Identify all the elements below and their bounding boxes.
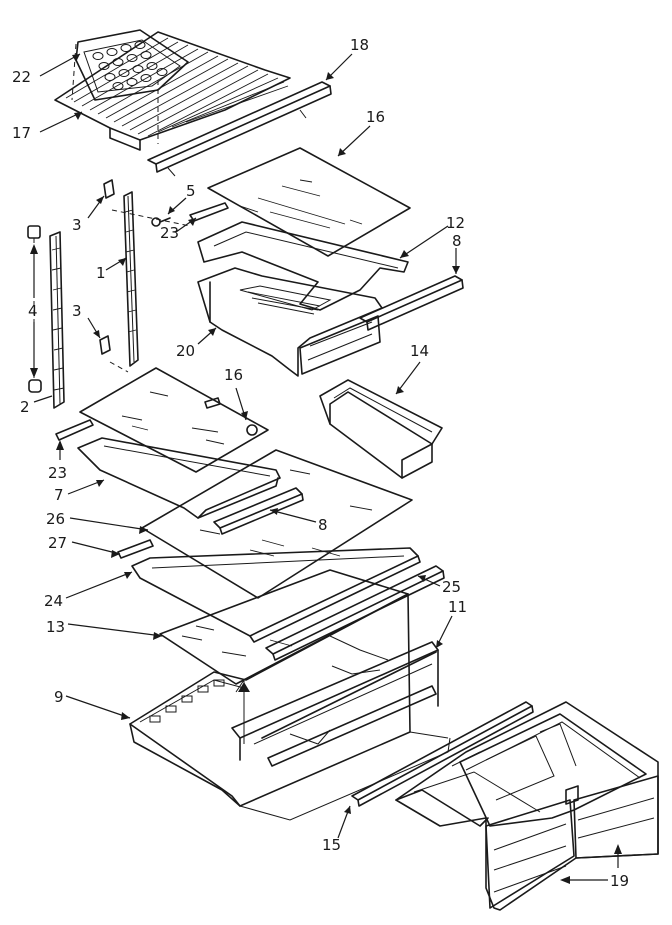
glass-trim-left-part	[55, 419, 94, 441]
rail-crisper-part	[265, 565, 445, 661]
rail-bottom-part	[351, 701, 534, 807]
glass-trim-front-part	[117, 539, 154, 559]
callout-4: 4	[28, 302, 38, 320]
callout-2: 2	[20, 398, 30, 416]
callout-16-upper: 16	[366, 108, 385, 126]
callout-26: 26	[46, 510, 65, 528]
glass-shelf-lower-part	[141, 449, 413, 599]
callout-8-upper: 8	[452, 232, 462, 250]
callout-23-upper: 23	[160, 224, 179, 242]
callout-19: 19	[610, 872, 629, 890]
callout-13: 13	[46, 618, 65, 636]
callout-labels: 22 17 18 16 5 3 23 12 8 1 4 3 20 14 16 2…	[12, 36, 629, 890]
callout-11: 11	[448, 598, 467, 616]
egg-tray-part	[75, 29, 189, 101]
screw-part	[151, 217, 171, 227]
callout-8-lower: 8	[318, 516, 328, 534]
shelf-channel-left-part	[49, 231, 65, 409]
channel-bracket-part	[99, 179, 115, 355]
callout-5: 5	[186, 182, 196, 200]
callout-14: 14	[410, 342, 429, 360]
crisper-cover-frame-lower-part	[131, 547, 421, 643]
crisper-cover-frame-part	[197, 221, 409, 311]
callout-24: 24	[44, 592, 63, 610]
callout-17: 17	[12, 124, 31, 142]
callout-16-lower: 16	[224, 366, 243, 384]
callout-25: 25	[442, 578, 461, 596]
callout-22: 22	[12, 68, 31, 86]
shelf-frame-part	[77, 437, 281, 519]
callout-15: 15	[322, 836, 341, 854]
callout-20: 20	[176, 342, 195, 360]
shelf-rail-top-part	[147, 81, 332, 177]
callout-23-lower: 23	[48, 464, 67, 482]
callout-1: 1	[96, 264, 106, 282]
callout-7: 7	[54, 486, 64, 504]
shelf-channel-right-part	[123, 191, 139, 367]
callout-27: 27	[48, 534, 67, 552]
rail-lower-part	[213, 487, 304, 535]
callout-3-lower: 3	[72, 302, 82, 320]
meat-drawer-part	[197, 267, 383, 377]
glass-shelf-middle-part	[79, 367, 269, 473]
callout-18: 18	[350, 36, 369, 54]
wire-shelf-part	[54, 31, 291, 151]
snack-bin-part	[319, 379, 443, 479]
callout-3-upper: 3	[72, 216, 82, 234]
callout-12: 12	[446, 214, 465, 232]
rail-crisper-rear-part	[261, 651, 437, 739]
glass-shelf-upper-part	[189, 147, 411, 257]
leader-lines	[30, 53, 622, 884]
crisper-bin-housing-part	[129, 593, 451, 821]
callout-9: 9	[54, 688, 64, 706]
rail-upper-part	[359, 275, 464, 331]
crisper-drawers-part	[395, 701, 659, 911]
